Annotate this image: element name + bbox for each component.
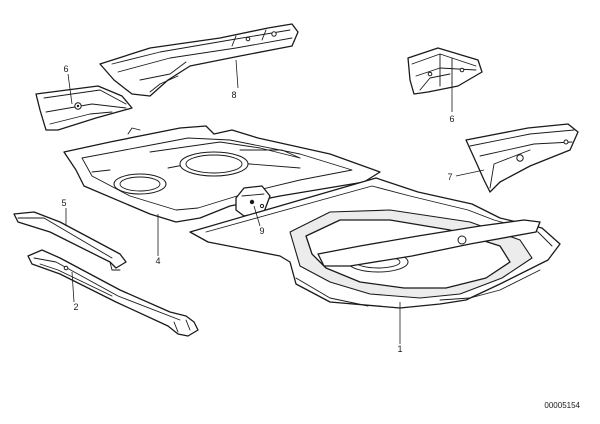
part-2-side-member bbox=[27, 249, 199, 337]
callout-5: 5 bbox=[61, 198, 66, 208]
part-9-center-bracket bbox=[235, 185, 271, 217]
leader-7 bbox=[455, 169, 485, 177]
leader-8 bbox=[235, 59, 239, 89]
leader-9 bbox=[253, 205, 261, 227]
part-6-bracket-right bbox=[407, 47, 483, 95]
part-1-rear-floor bbox=[189, 177, 561, 309]
leader-lines bbox=[65, 59, 485, 344]
callout-4: 4 bbox=[155, 256, 160, 266]
callout-6-left: 6 bbox=[63, 64, 68, 74]
part-8-bracket bbox=[99, 23, 299, 97]
leader-2 bbox=[71, 271, 75, 303]
part-4-front-floor bbox=[63, 125, 381, 223]
leader-6-left bbox=[67, 73, 73, 105]
callout-labels: 8 6 6 7 5 4 9 2 1 bbox=[61, 64, 454, 354]
part-7-side-bracket bbox=[465, 123, 579, 193]
callout-9: 9 bbox=[259, 226, 264, 236]
callout-2: 2 bbox=[73, 302, 78, 312]
part-6-bracket-left bbox=[35, 85, 133, 131]
callout-7: 7 bbox=[447, 172, 452, 182]
callout-8: 8 bbox=[231, 90, 236, 100]
callout-6-right: 6 bbox=[449, 114, 454, 124]
callout-1: 1 bbox=[397, 344, 402, 354]
part-3-long-rail bbox=[13, 211, 127, 271]
document-number: 00005154 bbox=[544, 401, 580, 410]
